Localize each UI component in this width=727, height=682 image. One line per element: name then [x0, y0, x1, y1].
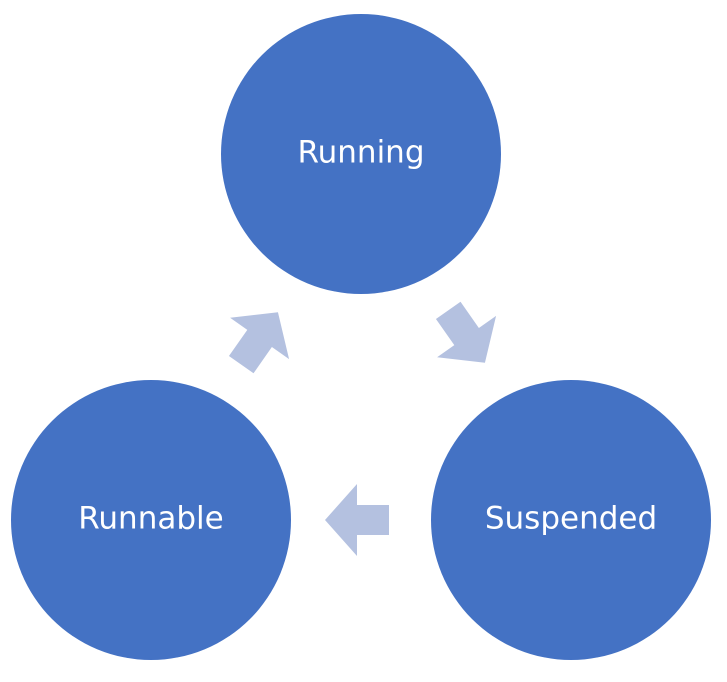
- node-suspended-label: Suspended: [485, 501, 657, 537]
- node-runnable: Runnable: [11, 380, 291, 660]
- arrow-runnable-to-running: [228, 312, 290, 374]
- node-running-circle: [221, 14, 501, 294]
- node-running: Running: [221, 14, 501, 294]
- node-runnable-label: Runnable: [78, 501, 223, 537]
- node-suspended-circle: [431, 380, 711, 660]
- node-runnable-circle: [11, 380, 291, 660]
- node-running-label: Running: [297, 135, 424, 171]
- arrow-left-icon: [325, 484, 389, 556]
- node-suspended: Suspended: [431, 380, 711, 660]
- arrow-suspended-to-runnable: [325, 484, 389, 556]
- arrow-right-down-icon: [435, 301, 497, 363]
- arrow-up-right-icon: [228, 312, 290, 374]
- arrow-running-to-suspended: [435, 301, 497, 363]
